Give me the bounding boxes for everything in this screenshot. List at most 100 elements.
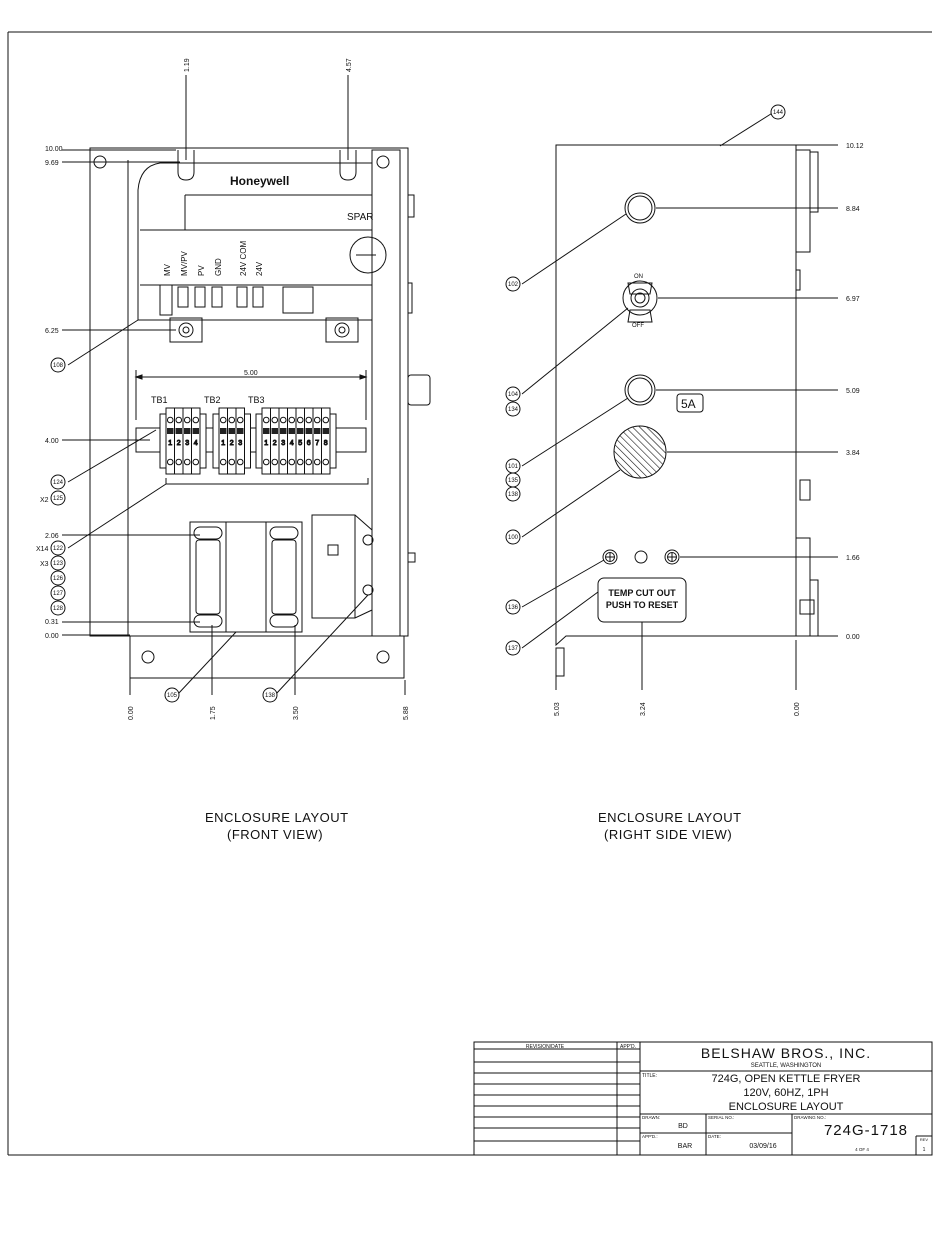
tb1-end-stop	[159, 413, 167, 469]
company-name: BELSHAW BROS., INC.	[701, 1045, 871, 1061]
bracket-screw-left-inner	[182, 326, 190, 334]
leader-124	[67, 429, 157, 483]
svg-text:138: 138	[265, 693, 276, 699]
label-24v-com: 24V COM	[239, 241, 248, 276]
side-stud-2	[799, 599, 815, 615]
label-mv: MV	[163, 263, 172, 276]
tb3-terminal-screw	[313, 416, 321, 424]
right-dim-884: 8.84	[846, 206, 860, 213]
svg-text:123: 123	[53, 561, 64, 567]
tb3-terminal-number: 5	[298, 440, 302, 447]
side-foot	[555, 647, 565, 677]
tb1-terminal-number: 2	[177, 440, 181, 447]
balloon-138-side: 138	[505, 486, 521, 502]
tb3-terminal-screw	[288, 458, 296, 466]
company-city: SEATTLE, WASHINGTON	[751, 1063, 822, 1069]
slot-left	[177, 150, 195, 181]
title-line-1: 724G, OPEN KETTLE FRYER	[712, 1073, 861, 1085]
balloon-108: 108	[50, 357, 66, 373]
side-view	[521, 111, 838, 690]
leader-144	[719, 111, 775, 147]
balloon-138-front: 138	[262, 687, 278, 703]
tb2-terminal-screw	[219, 458, 227, 466]
tb1-terminal-screw	[166, 458, 174, 466]
svg-text:136: 136	[508, 605, 519, 611]
left-dim-969: 9.69	[45, 160, 59, 167]
balloon-124: 124	[50, 474, 66, 490]
tb3-terminal-screw	[305, 416, 313, 424]
drawn-value: BD	[678, 1123, 688, 1130]
relay-terminal	[327, 544, 339, 556]
side-bracket-bottom	[796, 537, 811, 637]
tb1-terminal-screw	[183, 416, 191, 424]
appd-header: APP'D.	[620, 1044, 636, 1050]
toggle-switch-ring	[630, 288, 650, 308]
bottom-dim-175: 1.75	[210, 706, 217, 720]
center-hole	[634, 550, 648, 564]
screw-left	[602, 549, 618, 565]
fuse-tag-box	[676, 393, 704, 413]
tb2-terminal-screw	[228, 416, 236, 424]
svg-text:134: 134	[508, 407, 519, 413]
tb2-terminal-number: 1	[221, 440, 225, 447]
spare-text: SPAR	[347, 212, 374, 223]
tb1-terminal-screw	[175, 416, 183, 424]
side-panel-outline	[555, 144, 797, 647]
controller-terminal-6	[252, 286, 264, 308]
balloon-125: 125	[50, 490, 66, 506]
transformer-coil-left	[195, 539, 221, 615]
side-channel	[371, 149, 401, 637]
tb2-terminal-screw	[236, 458, 244, 466]
controller-terminal-1	[159, 284, 173, 316]
side-caption-2: (RIGHT SIDE VIEW)	[604, 827, 732, 842]
balloon-100: 100	[505, 529, 521, 545]
tb2-terminal-screw	[236, 416, 244, 424]
drawn-caption: DRAWN:	[642, 1115, 660, 1120]
tb1-terminal-marker	[167, 428, 174, 434]
side-bracket-lip-top	[809, 151, 819, 213]
svg-text:108: 108	[53, 363, 64, 369]
fuse-label: 5A	[681, 397, 696, 411]
label-24v: 24V	[255, 261, 264, 276]
bottom-dim-000: 0.00	[128, 706, 135, 720]
balloon-137: 137	[505, 640, 521, 656]
appd-value: BAR	[678, 1143, 692, 1150]
svg-text:128: 128	[53, 606, 64, 612]
tb3-terminal-screw	[262, 416, 270, 424]
tb3-terminal-screw	[271, 416, 279, 424]
terminal-labels: MV MV/PV PV GND 24V COM 24V	[163, 241, 264, 276]
revision-header: REVISION/DATE	[526, 1044, 565, 1050]
tb3-terminal-number: 7	[315, 440, 319, 447]
sheet-number: 4 OF 4	[855, 1147, 869, 1152]
side-bottom-dim-324: 3.24	[640, 702, 647, 716]
side-bracket-top	[796, 149, 811, 253]
tb3-terminal-marker	[263, 428, 270, 434]
svg-text:126: 126	[53, 576, 64, 582]
serial-caption: SERIAL NO.:	[708, 1115, 734, 1120]
tb3-terminal-number: 3	[281, 440, 285, 447]
tb3-terminal-number: 6	[307, 440, 311, 447]
side-caption-1: ENCLOSURE LAYOUT	[598, 810, 742, 825]
label-pv: PV	[197, 265, 206, 276]
balloon-136: 136	[505, 599, 521, 615]
svg-text:144: 144	[773, 110, 784, 116]
leader-105	[177, 631, 237, 695]
tb3-terminal-number: 2	[273, 440, 277, 447]
tb2-terminal-screw	[228, 458, 236, 466]
mount-hole-bottom-right	[376, 650, 390, 664]
title-line-3: ENCLOSURE LAYOUT	[729, 1101, 844, 1113]
controller-terminal-4	[211, 286, 223, 308]
left-dim-1000: 10.00	[45, 146, 63, 153]
tb3-terminal-marker	[322, 428, 329, 434]
tb3-terminal-marker	[280, 428, 287, 434]
tb1-terminal-number: 1	[168, 440, 172, 447]
mounting-flange	[129, 635, 405, 679]
drawing-number: 724G-1718	[824, 1122, 908, 1139]
balloon-144: 144	[770, 104, 786, 120]
tb3-label: TB3	[248, 395, 265, 405]
right-dim-000: 0.00	[846, 634, 860, 641]
leader-136	[521, 559, 605, 608]
controller-terminal-2	[177, 286, 189, 308]
